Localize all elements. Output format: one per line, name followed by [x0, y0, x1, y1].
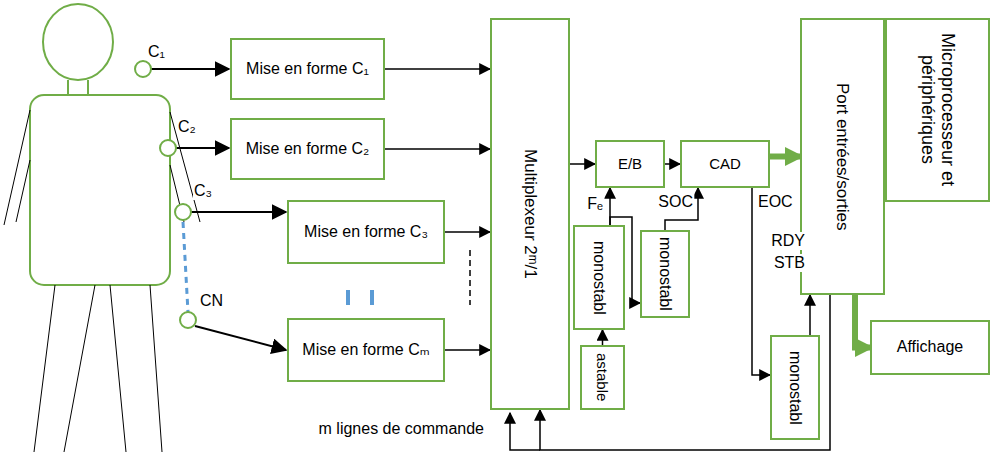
- head: [43, 4, 113, 80]
- box-label: Microprocesseur et périphériques: [917, 23, 958, 197]
- arm: [4, 110, 30, 225]
- box-label: Mise en forme Cₘ: [302, 341, 429, 359]
- box-label: monostabl: [656, 237, 674, 311]
- leg: [110, 285, 126, 452]
- sensor-name: CN: [199, 292, 224, 310]
- neck: [87, 80, 89, 95]
- signal-name: RDY: [770, 232, 806, 250]
- signal-arrow: [445, 349, 490, 351]
- sensor-name: C₁: [147, 43, 166, 61]
- signal-name: EOC: [757, 193, 794, 211]
- leg: [64, 285, 95, 452]
- sensor-wire: [151, 68, 229, 70]
- box-label: astable: [594, 353, 611, 401]
- bus-note: m lignes de commande: [318, 420, 485, 438]
- shaping-box: Mise en forme C₃: [287, 200, 445, 264]
- signal-arrow: [809, 295, 811, 335]
- ellipsis-mark: [469, 250, 471, 305]
- arm: [16, 160, 30, 222]
- sensor-wire: [195, 326, 286, 350]
- data-bus-arrow: [770, 154, 800, 160]
- microprocessor-box: Microprocesseur et périphériques: [885, 18, 990, 202]
- box-label: Mise en forme C₂: [246, 140, 370, 158]
- sensor-ellipsis: [183, 222, 188, 312]
- multiplexer-box: Multiplexeur 2ᵐ/1: [490, 18, 570, 410]
- monostable-box: monostabl: [640, 230, 690, 318]
- sensor-wire: [191, 211, 286, 213]
- signal-arrow: [445, 231, 490, 233]
- box-label: E/B: [618, 155, 642, 172]
- ellipsis-mark: [346, 290, 350, 305]
- box-label: monostabl: [786, 351, 804, 425]
- sensor: [175, 204, 191, 220]
- leg: [150, 285, 162, 452]
- display-box: Affichage: [870, 320, 990, 375]
- sensor-name: C₃: [193, 182, 213, 200]
- box-label: Multiplexeur 2ᵐ/1: [520, 149, 540, 279]
- box-label: Mise en forme C₃: [304, 223, 428, 241]
- shaping-box: Mise en forme Cₘ: [287, 318, 445, 382]
- box-label: monostabl: [590, 241, 608, 315]
- signal-name: STB: [773, 254, 806, 272]
- sensor: [180, 312, 196, 328]
- signal-arrow: [752, 188, 770, 375]
- data-bus-arrow: [855, 295, 870, 348]
- box-label: Mise en forme C₁: [246, 60, 369, 78]
- leg: [34, 285, 55, 452]
- torso: [30, 95, 170, 285]
- sensor-wire: [176, 147, 229, 149]
- io-port-box: Port entrées/sorties: [800, 18, 885, 295]
- command-line: [510, 413, 540, 450]
- signal-arrow: [665, 163, 680, 165]
- signal-arrow: [385, 148, 490, 150]
- box-label: CAD: [709, 155, 741, 172]
- monostable-box: monostabl: [770, 335, 820, 440]
- astable-box: astable: [580, 345, 625, 410]
- signal-name: SOC: [657, 193, 694, 211]
- signal-name: Fₑ: [586, 195, 604, 213]
- box-label: Port entrées/sorties: [833, 83, 853, 230]
- sensor-name: C₂: [177, 118, 197, 136]
- ellipsis-mark: [370, 290, 374, 305]
- sensor: [135, 61, 151, 77]
- monostable-box: monostabl: [573, 225, 625, 330]
- sensor: [160, 140, 176, 156]
- sample-hold-box: E/B: [595, 140, 665, 188]
- adc-box: CAD: [680, 140, 770, 188]
- box-label: Affichage: [897, 338, 963, 356]
- shaping-box: Mise en forme C₁: [230, 38, 385, 100]
- neck: [67, 80, 69, 95]
- signal-arrow: [385, 68, 490, 70]
- shaping-box: Mise en forme C₂: [230, 118, 385, 180]
- signal-arrow: [602, 330, 604, 345]
- signal-arrow: [570, 163, 595, 165]
- arm: [170, 112, 200, 222]
